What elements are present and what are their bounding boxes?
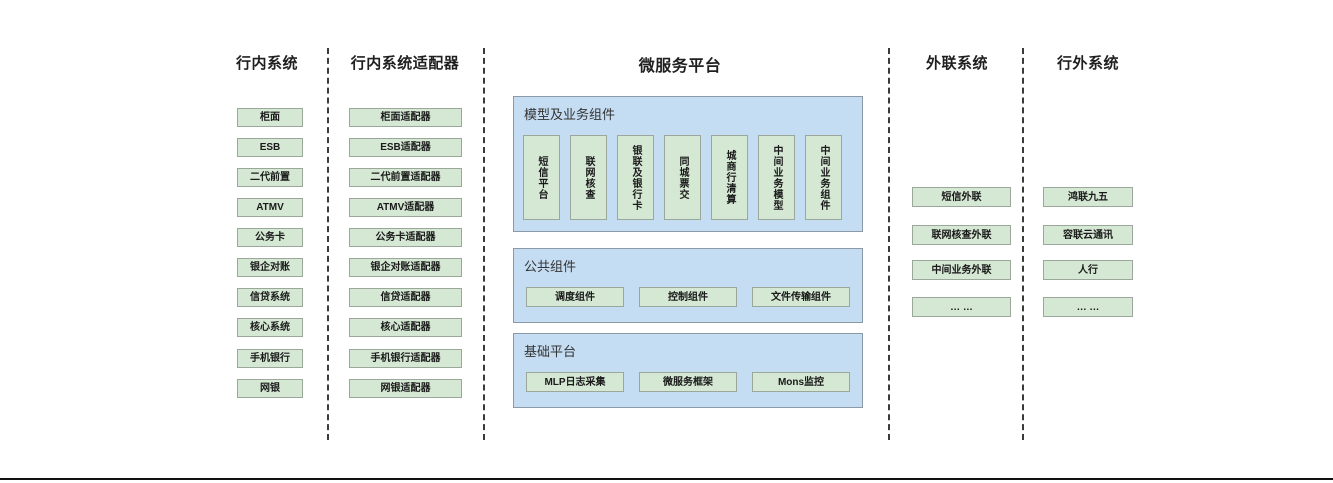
- box-in-bank-adapter[interactable]: 网银适配器: [349, 379, 462, 398]
- box-model-component[interactable]: 中间业务组件: [805, 135, 842, 220]
- box-in-bank-system[interactable]: ATMV: [237, 198, 303, 217]
- bottom-rule: [0, 478, 1333, 480]
- box-in-bank-system[interactable]: 网银: [237, 379, 303, 398]
- box-off-bank-system[interactable]: … …: [1043, 297, 1133, 317]
- box-base-platform-component[interactable]: MLP日志采集: [526, 372, 624, 392]
- box-off-bank-system[interactable]: 容联云通讯: [1043, 225, 1133, 245]
- column-title-in-bank-systems: 行内系统: [235, 55, 298, 72]
- column-title-microservice-platform: 微服务平台: [638, 58, 722, 75]
- box-in-bank-adapter[interactable]: 核心适配器: [349, 318, 462, 337]
- divider-4: [1022, 48, 1024, 440]
- box-in-bank-system[interactable]: 手机银行: [237, 349, 303, 368]
- panel-title-model-business-components: 模型及业务组件: [524, 107, 616, 122]
- box-in-bank-adapter[interactable]: 手机银行适配器: [349, 349, 462, 368]
- box-public-component[interactable]: 调度组件: [526, 287, 624, 307]
- box-external-link-system[interactable]: 短信外联: [912, 187, 1011, 207]
- box-in-bank-adapter[interactable]: ATMV适配器: [349, 198, 462, 217]
- divider-1: [327, 48, 329, 440]
- box-model-component[interactable]: 短信平台: [523, 135, 560, 220]
- box-external-link-system[interactable]: 中间业务外联: [912, 260, 1011, 280]
- box-in-bank-adapter[interactable]: 二代前置适配器: [349, 168, 462, 187]
- box-off-bank-system[interactable]: 人行: [1043, 260, 1133, 280]
- panel-base-platform: [513, 333, 863, 408]
- column-title-off-bank-systems: 行外系统: [1056, 55, 1119, 72]
- box-in-bank-system[interactable]: 公务卡: [237, 228, 303, 247]
- box-model-component[interactable]: 联网核查: [570, 135, 607, 220]
- panel-public-components: [513, 248, 863, 323]
- box-model-component[interactable]: 中间业务模型: [758, 135, 795, 220]
- box-external-link-system[interactable]: 联网核查外联: [912, 225, 1011, 245]
- column-title-in-bank-adapters: 行内系统适配器: [350, 55, 460, 72]
- box-in-bank-adapter[interactable]: 公务卡适配器: [349, 228, 462, 247]
- box-in-bank-adapter[interactable]: 银企对账适配器: [349, 258, 462, 277]
- column-title-external-link-systems: 外联系统: [925, 55, 988, 72]
- box-in-bank-adapter[interactable]: 信贷适配器: [349, 288, 462, 307]
- panel-title-base-platform: 基础平台: [524, 344, 577, 359]
- box-model-component[interactable]: 同城票交: [664, 135, 701, 220]
- box-external-link-system[interactable]: … …: [912, 297, 1011, 317]
- box-in-bank-system[interactable]: 银企对账: [237, 258, 303, 277]
- box-base-platform-component[interactable]: 微服务框架: [639, 372, 737, 392]
- box-public-component[interactable]: 文件传输组件: [752, 287, 850, 307]
- box-in-bank-system[interactable]: ESB: [237, 138, 303, 157]
- box-in-bank-adapter[interactable]: 柜面适配器: [349, 108, 462, 127]
- box-in-bank-system[interactable]: 二代前置: [237, 168, 303, 187]
- box-in-bank-adapter[interactable]: ESB适配器: [349, 138, 462, 157]
- box-public-component[interactable]: 控制组件: [639, 287, 737, 307]
- divider-2: [483, 48, 485, 440]
- box-model-component[interactable]: 城商行清算: [711, 135, 748, 220]
- divider-3: [888, 48, 890, 440]
- box-base-platform-component[interactable]: Mons监控: [752, 372, 850, 392]
- box-off-bank-system[interactable]: 鸿联九五: [1043, 187, 1133, 207]
- panel-title-public-components: 公共组件: [524, 259, 577, 274]
- box-in-bank-system[interactable]: 柜面: [237, 108, 303, 127]
- box-in-bank-system[interactable]: 信贷系统: [237, 288, 303, 307]
- box-model-component[interactable]: 银联及银行卡: [617, 135, 654, 220]
- box-in-bank-system[interactable]: 核心系统: [237, 318, 303, 337]
